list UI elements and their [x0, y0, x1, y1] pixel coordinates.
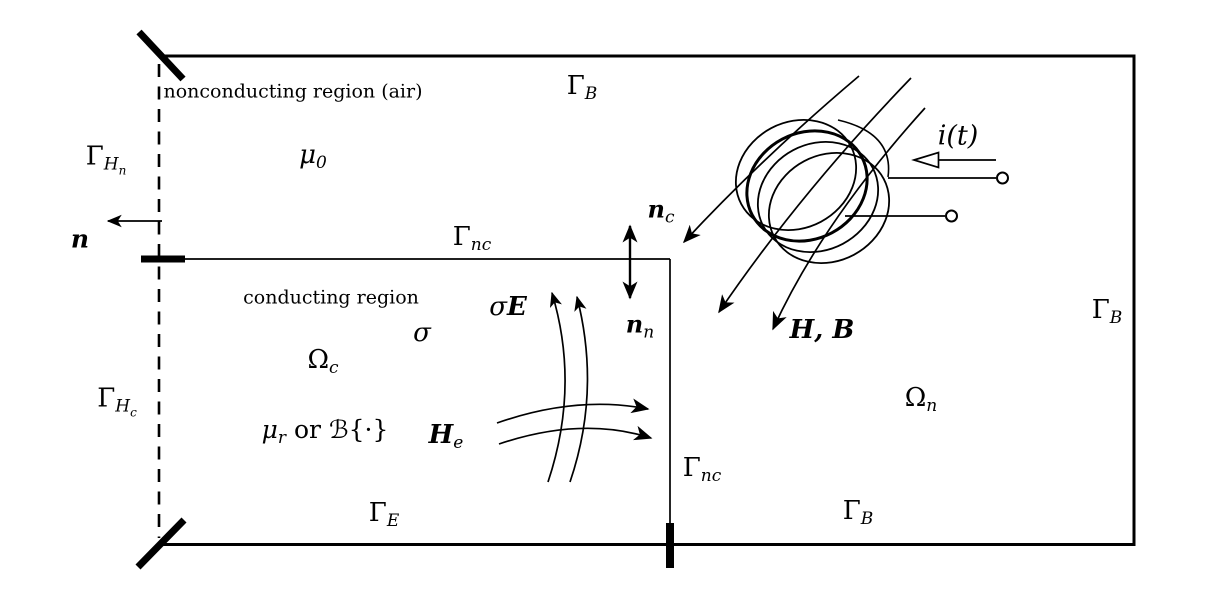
label-gamma-B-bottom: ΓB [842, 496, 874, 529]
label-normal-nc: nc [647, 194, 675, 228]
coil-lead-arc [837, 119, 890, 178]
coil-field-lines [682, 75, 926, 331]
label-gamma-nc-top: Γnc [452, 222, 492, 255]
outer-boundary-box [158, 54, 1136, 546]
label-sigma-E: σE [489, 292, 527, 322]
label-H-e: He [428, 420, 464, 453]
label-gamma-nc-right: Γnc [682, 453, 722, 486]
tick-bottom-left-slash [135, 517, 187, 570]
label-omega-c: Ωc [307, 345, 339, 378]
terminal-circle-lower [945, 209, 958, 223]
label-mu-r-or-B-operator: μr or ℬ{·} [261, 415, 389, 448]
label-sigma: σ [413, 318, 431, 348]
label-omega-n: Ωn [904, 383, 938, 416]
label-gamma-B-right: ΓB [1091, 295, 1123, 328]
label-normal-nn: nn [625, 309, 655, 343]
caption-nonconducting-region: nonconducting region (air) [163, 80, 423, 103]
outer-boundary-path [158, 54, 1136, 546]
terminal-circle-upper [996, 171, 1009, 185]
symmetry-cut-ticks [135, 29, 674, 570]
conducting-interface-lines [183, 258, 671, 528]
label-gamma-Hn: ΓHn [85, 141, 127, 178]
coil-terminal-wires [845, 171, 1009, 223]
label-mu0: μ0 [299, 140, 327, 173]
current-direction-arrow [911, 151, 996, 169]
label-current-it: i(t) [937, 120, 979, 152]
label-gamma-E: ΓE [368, 498, 400, 531]
label-H-B-field: H, B [789, 315, 855, 345]
label-gamma-B-top: ΓB [566, 71, 598, 104]
eddy-current-flux-arrows [547, 291, 589, 483]
tick-top-left-slash [136, 29, 186, 82]
excitation-field-flux-arrows [496, 398, 653, 445]
label-gamma-Hc: ΓHc [97, 383, 137, 420]
caption-conducting-region: conducting region [243, 286, 419, 309]
label-normal-n: n [70, 224, 90, 254]
